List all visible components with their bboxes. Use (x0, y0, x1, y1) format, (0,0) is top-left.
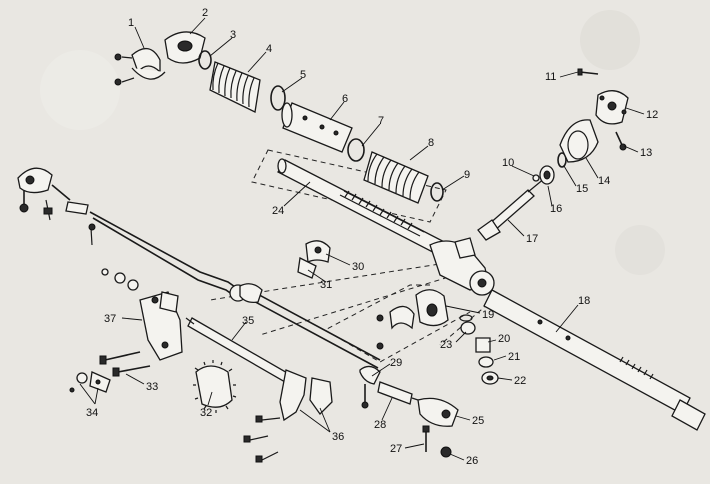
part-25-tie-rod-end (417, 397, 459, 427)
callout-8: 8 (428, 137, 434, 149)
callout-29: 29 (390, 357, 402, 369)
part-30-clamp (305, 240, 331, 263)
part-16-bearing (539, 165, 555, 185)
callout-25: 25 (472, 415, 484, 427)
steering-gear-housing (429, 237, 495, 296)
part-2-mounting-block (164, 31, 206, 64)
callout-4: 4 (266, 43, 272, 55)
part-15-ring (557, 152, 567, 168)
part-29-bolt (361, 384, 369, 409)
part-21-plunger (478, 356, 494, 368)
callout-32: 32 (200, 407, 212, 419)
callout-1: 1 (128, 17, 134, 29)
callout-10: 10 (502, 157, 514, 169)
part-6-housing-tube (281, 102, 353, 153)
part-26-nut (440, 446, 452, 458)
callout-3: 3 (230, 29, 236, 41)
part-23-spring (459, 314, 476, 335)
callout-15: 15 (576, 183, 588, 195)
part-32-toothed-plate (193, 360, 237, 413)
part-37-mounting-plate (139, 291, 183, 361)
part-14-dust-boot (559, 119, 599, 163)
callout-23: 23 (440, 339, 452, 351)
callout-33: 33 (146, 381, 158, 393)
callout-26: 26 (466, 455, 478, 467)
callout-34: 34 (86, 407, 98, 419)
part-27-bolt (422, 425, 430, 452)
callout-37: 37 (104, 313, 116, 325)
mounting-bolt (99, 351, 141, 365)
callout-36: 36 (332, 431, 344, 443)
part-36-brackets (243, 369, 333, 463)
callout-22: 22 (514, 375, 526, 387)
part-5-clip (270, 85, 286, 111)
right-tie-rod (247, 289, 381, 385)
part-22-washer (481, 371, 499, 385)
part-34-bracket-washers (69, 371, 111, 393)
callout-5: 5 (300, 69, 306, 81)
part-7-ring (347, 138, 365, 162)
washers-stack (101, 268, 139, 291)
part-19-yoke (415, 289, 449, 327)
part-10-nut (532, 174, 540, 182)
part-1-clamp-bracket (114, 48, 166, 86)
callout-12: 12 (646, 109, 658, 121)
callout-labels: 1 2 3 4 5 6 7 8 9 10 11 12 13 14 15 16 1… (86, 7, 658, 467)
callout-17: 17 (526, 233, 538, 245)
part-18-rack-tube (483, 289, 706, 431)
callout-28: 28 (374, 419, 386, 431)
left-adjusting-sleeve (65, 201, 96, 246)
part-17-pinion-shaft (477, 177, 546, 241)
part-12-coupling-flange (595, 90, 629, 125)
callout-35: 35 (242, 315, 254, 327)
callout-11: 11 (545, 71, 556, 83)
callout-18: 18 (578, 295, 590, 307)
left-tie-rod (89, 211, 247, 302)
callout-6: 6 (342, 93, 348, 105)
part-33-bolt (112, 365, 151, 377)
callout-24: 24 (272, 205, 284, 217)
callout-9: 9 (464, 169, 470, 181)
callout-7: 7 (378, 115, 384, 127)
callout-19: 19 (482, 309, 494, 321)
left-tie-rod-end (17, 167, 71, 221)
part-9-clip (430, 182, 444, 202)
callout-16: 16 (550, 203, 562, 215)
callout-2: 2 (202, 7, 208, 19)
callout-14: 14 (598, 175, 610, 187)
callout-31: 31 (320, 279, 332, 291)
callout-27: 27 (390, 443, 402, 455)
callout-30: 30 (352, 261, 364, 273)
clamp-bracket-right (376, 305, 415, 350)
part-3-ring (198, 50, 212, 70)
part-4-bellows-boot (209, 61, 261, 113)
part-8-bellows-boot (363, 151, 429, 204)
part-20-cap (475, 337, 491, 353)
callout-21: 21 (508, 351, 520, 363)
center-pivot-block (239, 283, 263, 304)
callout-20: 20 (498, 333, 510, 345)
leader-lines (79, 17, 645, 461)
callout-13: 13 (640, 147, 652, 159)
part-31-clamp-lower (297, 257, 317, 279)
part-13-bolt (615, 131, 627, 151)
